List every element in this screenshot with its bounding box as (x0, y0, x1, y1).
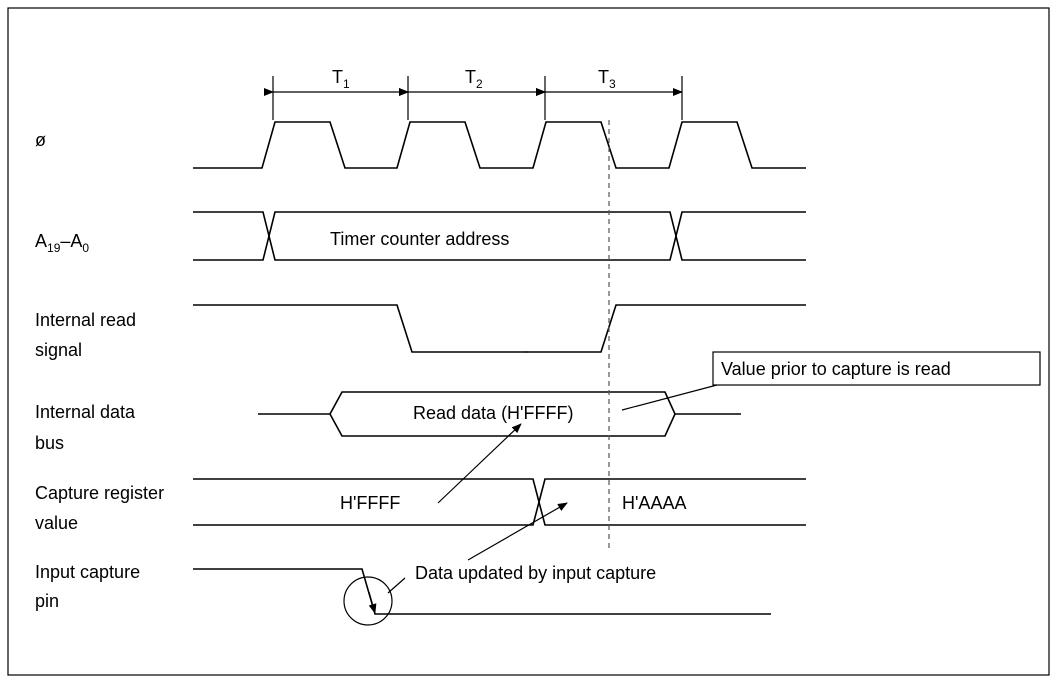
diagram-frame (7, 7, 1050, 676)
data-updated-note: Data updated by input capture (415, 563, 656, 583)
signal-label-data-2: bus (35, 433, 64, 453)
signal-label-address: A19–A0 (35, 231, 89, 255)
circle-leader-line (387, 577, 406, 594)
capture-register-waveform (193, 478, 806, 526)
capture-pin-waveform (193, 568, 771, 615)
value-prior-callout-text: Value prior to capture is read (721, 359, 951, 379)
old-value-label: H'FFFF (340, 493, 400, 513)
capture-edge-arrow (368, 591, 377, 614)
value-prior-callout-box (712, 351, 1041, 386)
old-value-arrow (437, 423, 522, 504)
data-bus-waveform (258, 391, 741, 437)
period-markers: T1 T2 T3 (264, 67, 683, 120)
signal-label-capture-2: value (35, 513, 78, 533)
data-updated-arrow (467, 502, 568, 561)
period-label-t1: T1 (332, 67, 350, 91)
timer-address-label: Timer counter address (330, 229, 509, 249)
signal-label-read-2: signal (35, 340, 82, 360)
signal-label-pin-1: Input capture (35, 562, 140, 582)
new-value-label: H'AAAA (622, 493, 686, 513)
signal-label-capture-1: Capture register (35, 483, 164, 503)
read-signal-waveform (193, 304, 806, 353)
read-data-label: Read data (H'FFFF) (413, 403, 573, 423)
signal-label-pin-2: pin (35, 591, 59, 611)
value-prior-callout-leader (621, 384, 718, 411)
signal-label-read-1: Internal read (35, 310, 136, 330)
signal-label-data-1: Internal data (35, 402, 136, 422)
address-bus-waveform (193, 211, 806, 261)
clock-waveform (193, 121, 806, 169)
period-label-t3: T3 (598, 67, 616, 91)
capture-edge-circle (343, 576, 393, 626)
signal-label-clock: ø (35, 130, 46, 150)
period-label-t2: T2 (465, 67, 483, 91)
